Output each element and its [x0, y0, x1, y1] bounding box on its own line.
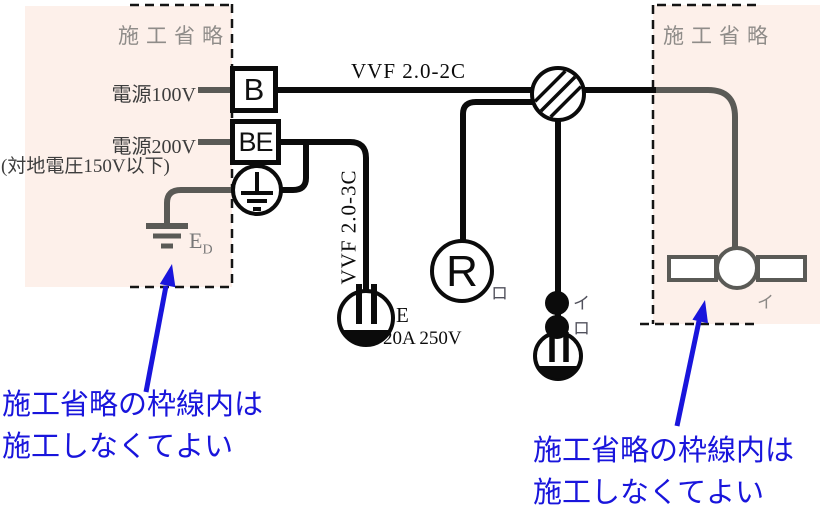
annotation-note-right: 施工省略の枠線内は 施工しなくてよい — [533, 430, 794, 514]
wire-earth-terminal-link — [281, 145, 309, 193]
switch-i-mark: イ — [573, 294, 590, 313]
switch-ro-mark: ロ — [573, 319, 590, 338]
breaker-letter: B — [243, 71, 265, 107]
annotation-note-left: 施工省略の枠線内は 施工しなくてよい — [2, 384, 263, 468]
earth-leakage-breaker-box: BE — [230, 119, 281, 165]
fluorescent-lead — [656, 87, 738, 250]
source-100v-label: 電源100V — [111, 84, 196, 106]
outlet-icon — [533, 331, 583, 381]
pointer-arrow-left — [143, 264, 176, 393]
omitted-area-left — [25, 6, 232, 287]
cable-label-vvf-3c: VVF 2.0-3C — [336, 169, 361, 285]
lamp-receptacle-icon — [430, 239, 494, 303]
wire-box-to-lamp-receptacle — [460, 99, 534, 243]
omitted-area-right-title: 施工省略 — [663, 24, 775, 48]
lamp-receptacle-mark: ロ — [491, 284, 508, 303]
cable-label-vvf-2c: VVF 2.0-2C — [351, 59, 467, 83]
pointer-arrow-right — [674, 300, 708, 427]
wire-elcb-to-outlet — [281, 139, 369, 293]
breaker-box: B — [230, 66, 278, 113]
outlet-earth-mark: E — [396, 303, 409, 327]
source-200v-note: (対地電圧150V以下) — [1, 156, 170, 177]
outlet-20a-icon — [337, 284, 395, 347]
gray-wires — [164, 87, 738, 250]
junction-box-icon — [530, 66, 586, 122]
earth-letter-sub: D — [202, 242, 213, 258]
earth-electrode-label: ED — [189, 228, 213, 258]
ground-icon — [146, 223, 188, 249]
annotation-note-left-line1: 施工省略の枠線内は — [2, 389, 264, 421]
earth-letter: E — [189, 228, 203, 253]
lamp-receptacle-letter: R — [446, 247, 478, 296]
ground-lead — [164, 187, 234, 224]
annotation-note-left-line2: 施工しなくてよい — [2, 431, 234, 463]
fluorescent-mark: イ — [757, 293, 774, 312]
switch-i-icon — [545, 291, 569, 315]
annotation-note-right-line2: 施工しなくてよい — [533, 477, 765, 509]
elcb-letter: BE — [238, 126, 273, 157]
annotation-note-right-line1: 施工省略の枠線内は — [533, 435, 795, 467]
fluorescent-light-icon — [667, 246, 807, 290]
outlet-rating-label: 20A 250V — [383, 328, 462, 349]
source-200v-label: 電源200V — [111, 136, 196, 158]
omitted-area-left-title: 施工省略 — [118, 24, 230, 48]
switch-ro-icon — [545, 315, 569, 339]
earth-terminal-icon — [231, 164, 283, 216]
